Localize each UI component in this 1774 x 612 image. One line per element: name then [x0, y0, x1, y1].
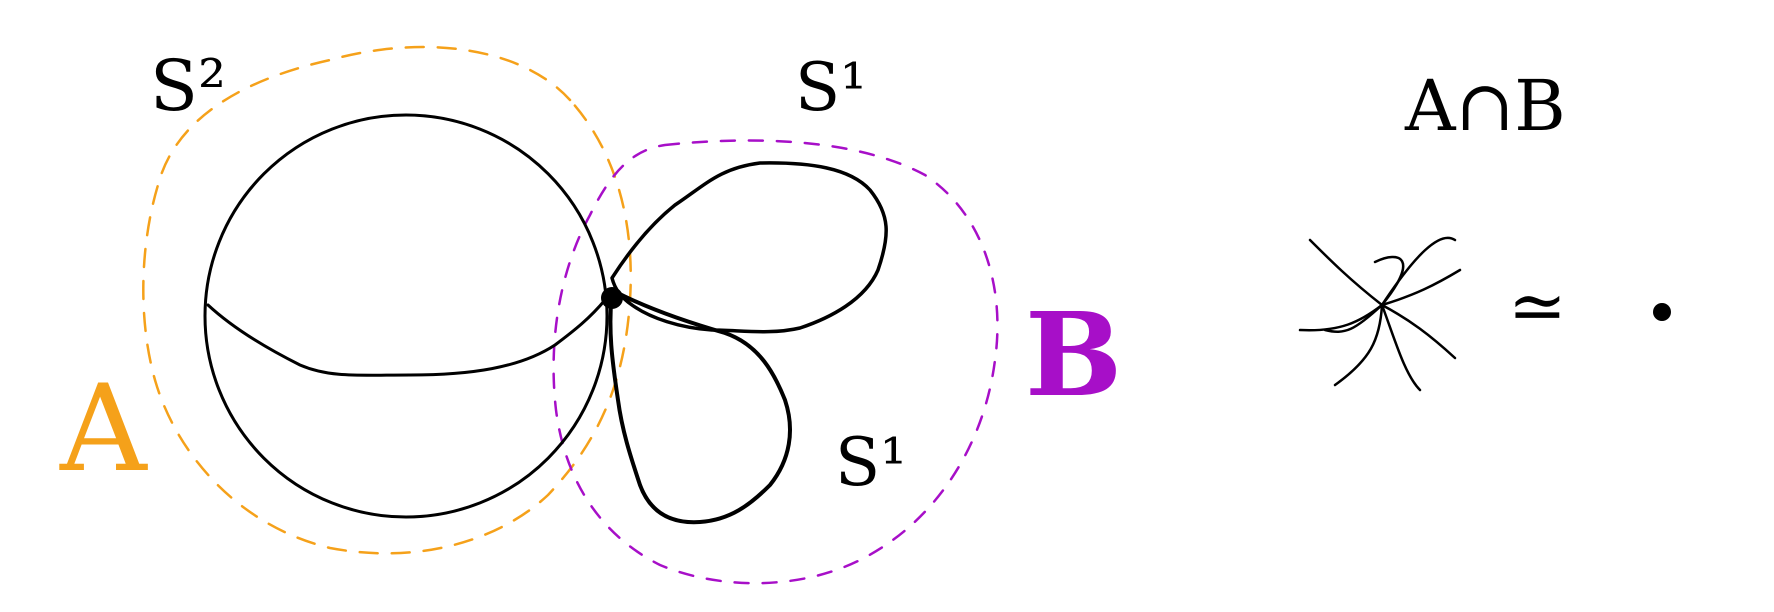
- circle-top-label: S¹: [795, 49, 867, 126]
- point-icon: [1653, 303, 1671, 321]
- circle-bottom-loop: [608, 288, 792, 525]
- sphere-equator: [206, 298, 607, 377]
- intersection-label: A∩B: [1404, 65, 1566, 147]
- sphere-label: S²: [150, 45, 226, 127]
- set-b-boundary: [552, 139, 999, 585]
- equivalence-sign: ≃: [1508, 265, 1567, 347]
- circle-top-loop: [610, 161, 888, 334]
- set-a-boundary: [142, 45, 632, 555]
- set-b-label: B: [1025, 288, 1122, 423]
- set-a-label: A: [59, 360, 148, 499]
- circle-bottom-label: S¹: [835, 424, 907, 501]
- sphere: [203, 113, 609, 519]
- star-icon: [1298, 236, 1462, 392]
- wedge-point: [601, 287, 623, 309]
